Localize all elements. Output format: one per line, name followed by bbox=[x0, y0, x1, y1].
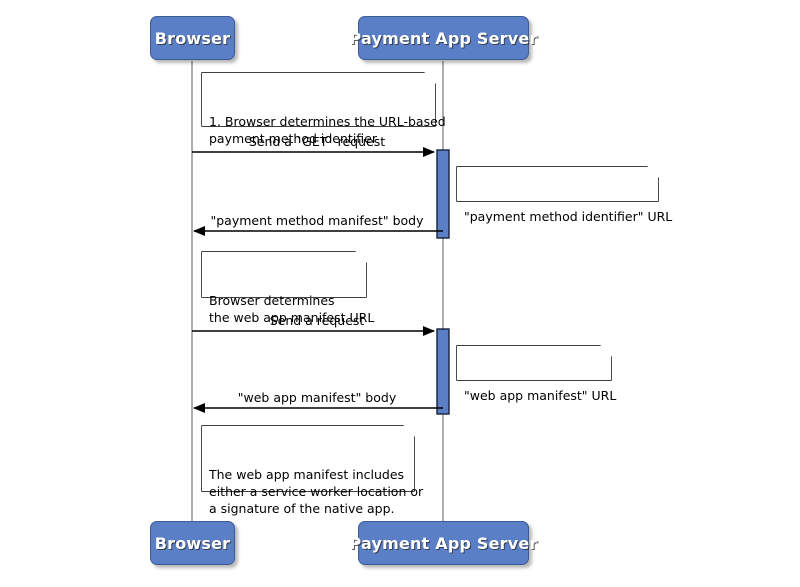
note-browser-determines-manifest-url: Browser determines the web app manifest … bbox=[202, 252, 374, 325]
note-text: The web app manifest includes either a s… bbox=[209, 467, 424, 516]
note-manifest-includes: The web app manifest includes either a s… bbox=[202, 426, 423, 516]
participant-browser-bottom[interactable]: Browser bbox=[150, 521, 235, 565]
message-label-send-a-request: Send a request bbox=[269, 313, 365, 328]
activation-bar-1 bbox=[436, 149, 450, 239]
participant-server-bottom[interactable]: Payment App Server bbox=[349, 521, 537, 565]
note-url-based-identifier: 1. Browser determines the URL-based paym… bbox=[202, 73, 446, 146]
participant-server-top[interactable]: Payment App Server bbox=[349, 16, 537, 60]
note-text: "payment method identifier" URL bbox=[464, 209, 673, 224]
note-text: Browser determines the web app manifest … bbox=[209, 293, 375, 325]
note-web-app-manifest-url: "web app manifest" URL bbox=[457, 346, 616, 403]
message-label-payment-method-manifest-body: "payment method manifest" body bbox=[210, 213, 424, 228]
participant-browser-top[interactable]: Browser bbox=[150, 16, 235, 60]
note-payment-method-identifier-url: "payment method identifier" URL bbox=[457, 167, 672, 224]
note-text: 1. Browser determines the URL-based paym… bbox=[209, 114, 446, 146]
message-label-get-request: Send a `GET` request bbox=[248, 134, 386, 149]
message-label-web-app-manifest-body: "web app manifest" body bbox=[237, 390, 397, 405]
activation-bar-2 bbox=[436, 328, 450, 415]
note-text: "web app manifest" URL bbox=[464, 388, 617, 403]
